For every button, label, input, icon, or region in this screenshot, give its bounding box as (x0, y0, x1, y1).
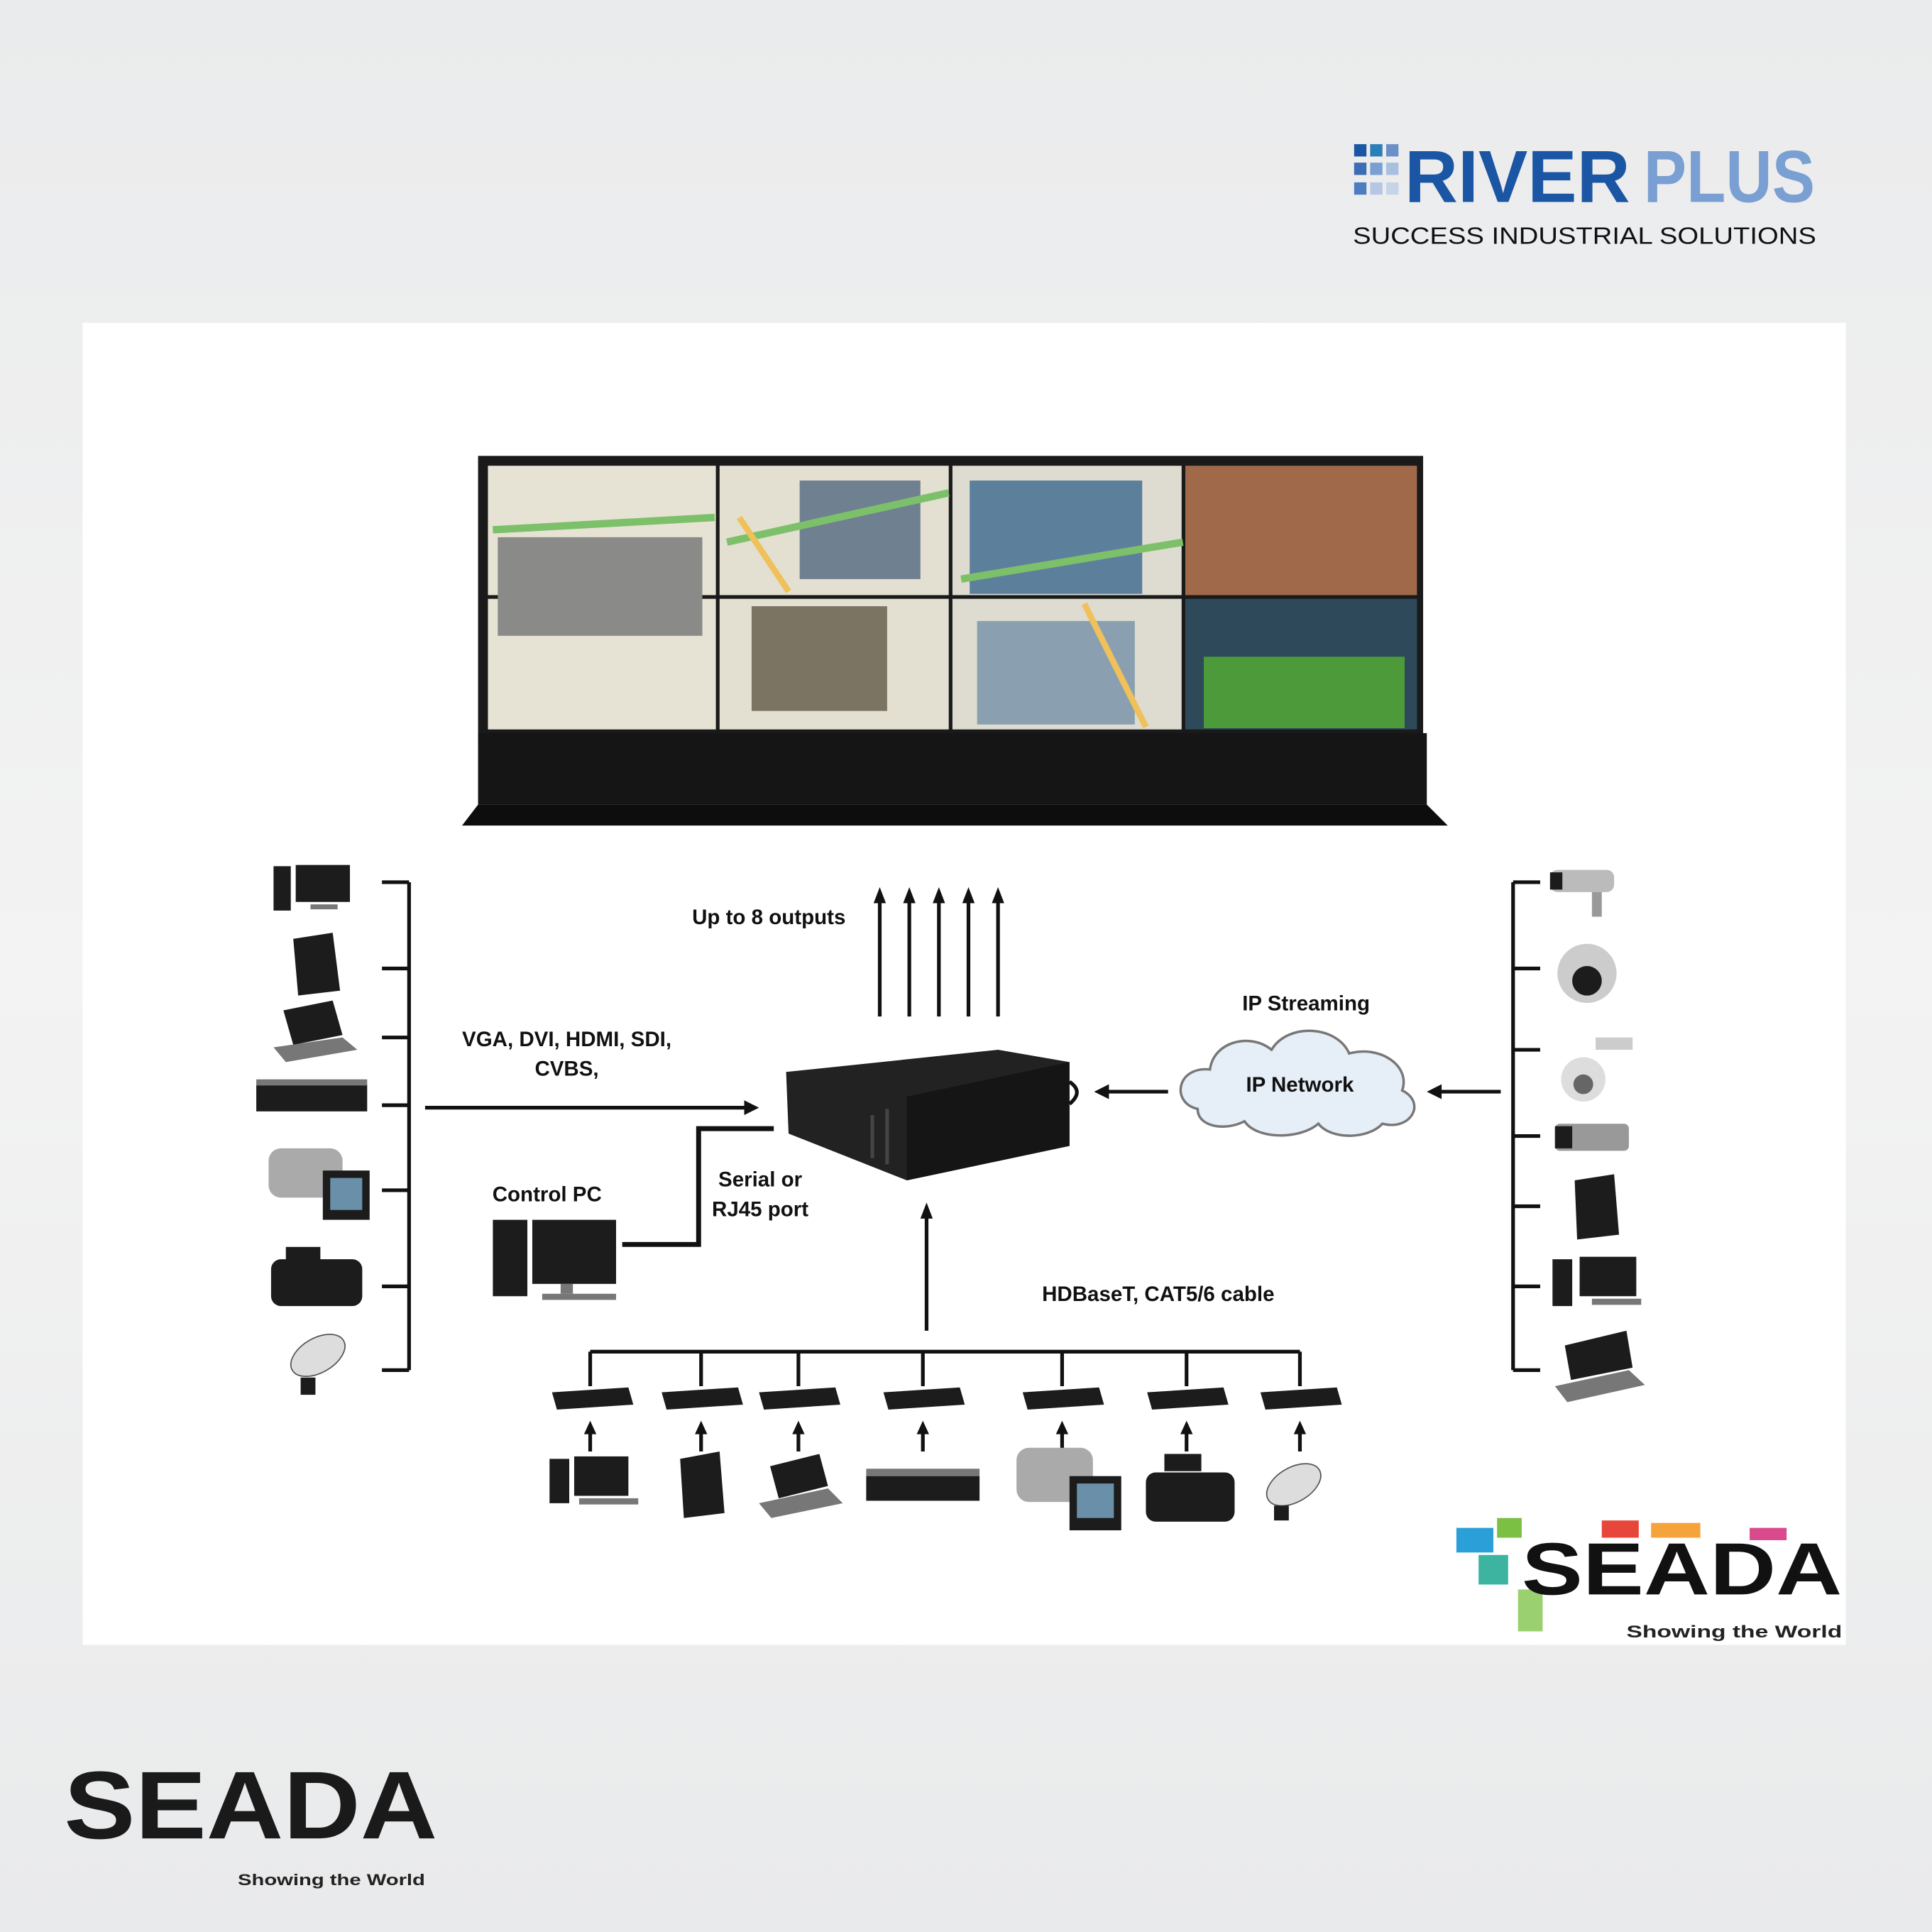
pro-video-camera-icon (270, 1246, 363, 1307)
seada-panel-name: SEADA (1522, 1528, 1842, 1610)
left-sources (256, 865, 370, 1395)
tower-pc-icon (680, 1451, 725, 1518)
inputs-label-line1: VGA, DVI, HDMI, SDI, (462, 1028, 671, 1051)
dvd-player-icon (256, 1079, 368, 1112)
desktop-pc-icon (273, 865, 351, 911)
receiver-input-arrows (583, 1420, 1307, 1451)
tower-pc-icon (1574, 1174, 1620, 1240)
laptop-icon (1554, 1330, 1645, 1403)
seada-name: SEADA (64, 1751, 437, 1859)
seada-logo: SEADA Showing the World (64, 1751, 437, 1889)
seada-logo-panel: SEADA Showing the World (1456, 1517, 1842, 1642)
riverplus-grid-icon (1354, 144, 1399, 195)
bullet-ip-camera-icon (1549, 869, 1615, 917)
control-pc-label: Control PC (493, 1183, 602, 1207)
receiver-icon (1147, 1387, 1229, 1410)
receiver-icon (662, 1387, 743, 1410)
receiver-icon (759, 1387, 840, 1410)
ip-network-label: IP Network (1246, 1073, 1354, 1097)
riverplus-tagline: SUCCESS INDUSTRIAL SOLUTIONS (1353, 223, 1816, 249)
riverplus-word2: PLUS (1644, 136, 1815, 219)
right-sources-bus (1511, 880, 1540, 1373)
video-wall (461, 456, 1448, 826)
bottom-sources (549, 1447, 1322, 1531)
world-map-mosaic-icon (1456, 1517, 1787, 1632)
hdbaset-label: HDBaseT, CAT5/6 cable (1042, 1283, 1274, 1306)
camcorder-icon (268, 1148, 370, 1220)
serial-label-line2: RJ45 port (712, 1197, 808, 1221)
ip-network-cloud (1179, 1029, 1416, 1137)
seada-panel-tagline: Showing the World (1626, 1623, 1842, 1642)
laptop-icon (273, 1000, 358, 1063)
receiver-icon (1260, 1387, 1342, 1410)
riverplus-word1: RIVER (1405, 136, 1630, 219)
tower-pc-icon (293, 933, 341, 996)
satellite-dish-icon (1266, 1463, 1322, 1521)
ip-streaming-label: IP Streaming (1242, 992, 1370, 1015)
box-ip-camera-icon (1554, 1124, 1629, 1151)
laptop-icon (759, 1454, 843, 1518)
control-pc-icon (493, 1219, 616, 1300)
riverplus-logo: RIVER PLUS SUCCESS INDUSTRIAL SOLUTIONS (1353, 136, 1816, 249)
right-sources (1549, 869, 1645, 1403)
receiver-icon (1022, 1387, 1104, 1410)
satellite-dish-icon (290, 1334, 346, 1395)
receiver-icon (883, 1387, 965, 1410)
ptz-ip-camera-icon (1561, 1037, 1633, 1102)
camcorder-icon (1016, 1447, 1121, 1531)
output-arrows (873, 887, 1004, 1017)
outputs-label: Up to 8 outputs (692, 906, 845, 929)
hdbaset-bus (588, 1349, 1302, 1386)
pro-video-camera-icon (1146, 1454, 1235, 1522)
left-sources-bus (382, 880, 411, 1373)
seada-tagline: Showing the World (238, 1871, 425, 1889)
inputs-label-line2: CVBS, (534, 1058, 598, 1081)
control-link (622, 1126, 774, 1247)
desktop-pc-icon (549, 1456, 639, 1505)
video-wall-processor (786, 1050, 1079, 1181)
serial-label-line1: Serial or (718, 1168, 803, 1192)
desktop-pc-icon (1552, 1256, 1642, 1307)
hdbaset-receivers (551, 1387, 1342, 1410)
dvd-player-icon (866, 1469, 980, 1501)
receiver-icon (551, 1387, 634, 1410)
dome-ip-camera-icon (1557, 943, 1617, 1004)
